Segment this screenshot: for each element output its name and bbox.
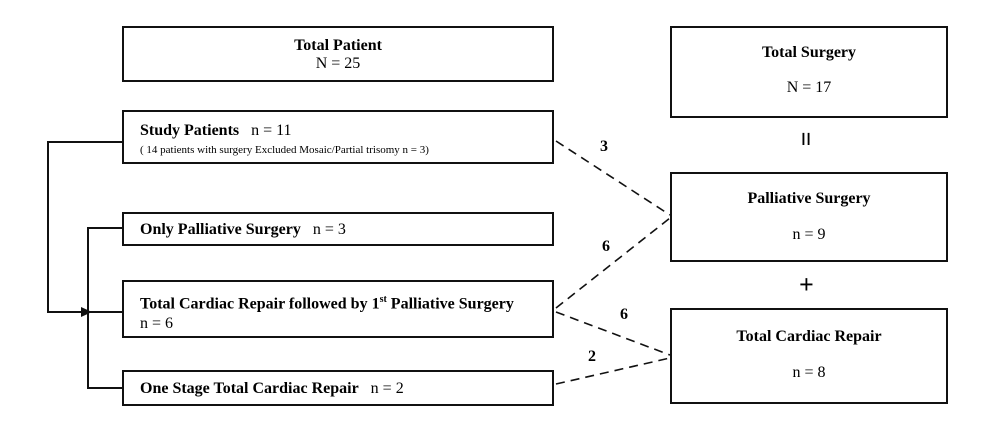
total-patient-box: Total Patient N = 25 (122, 26, 554, 82)
total-patient-count: N = 25 (315, 55, 361, 72)
palliative-surgery-box: Palliative Surgery n = 9 (670, 172, 948, 262)
study-patients-title: Study Patients (140, 122, 240, 139)
total-surgery-count: N = 17 (786, 79, 832, 96)
total-cardiac-followed-box: Total Cardiac Repair followed by 1st Pal… (122, 280, 554, 338)
inner-bracket-line (87, 227, 122, 389)
only-palliative-box: Only Palliative Surgery n = 3 (122, 212, 554, 246)
total-cardiac-repair-title: Total Cardiac Repair (736, 328, 882, 345)
study-patients-line: Study Patients n = 11 (140, 122, 292, 140)
total-surgery-box: Total Surgery N = 17 (670, 26, 948, 118)
count-onestage-to-repair: 2 (588, 348, 596, 365)
dash-onestage-to-repair (555, 357, 671, 385)
total-cardiac-repair-box: Total Cardiac Repair n = 8 (670, 308, 948, 404)
count-followed-to-palliative: 6 (602, 238, 610, 255)
plus-symbol: + (799, 270, 814, 299)
total-cardiac-followed-title-line: Total Cardiac Repair followed by 1st Pal… (140, 294, 514, 313)
dash-followed-to-repair (555, 311, 671, 356)
left-bracket-arrowhead (81, 307, 92, 317)
total-cardiac-followed-sup: st (379, 294, 387, 305)
palliative-surgery-count: n = 9 (792, 226, 826, 243)
one-stage-box: One Stage Total Cardiac Repair n = 2 (122, 370, 554, 406)
palliative-surgery-title: Palliative Surgery (747, 190, 871, 207)
total-cardiac-followed-count: n = 6 (140, 315, 174, 332)
dash-followed-to-palliative (555, 217, 671, 309)
one-stage-count: n = 2 (370, 380, 404, 397)
study-patients-box: Study Patients n = 11 ( 14 patients with… (122, 110, 554, 164)
total-cardiac-followed-title: Total Cardiac Repair followed by 1 (140, 295, 380, 313)
total-surgery-title: Total Surgery (761, 44, 857, 61)
one-stage-title: One Stage Total Cardiac Repair (140, 380, 359, 397)
only-palliative-count: n = 3 (312, 221, 346, 238)
dash-study-to-palliative (555, 140, 671, 216)
total-cardiac-repair-count: n = 8 (792, 364, 826, 381)
study-patients-note: ( 14 patients with surgery Excluded Mosa… (140, 144, 429, 156)
only-palliative-line: Only Palliative Surgery n = 3 (140, 221, 346, 239)
equals-symbol: = (791, 131, 821, 147)
one-stage-line: One Stage Total Cardiac Repair n = 2 (140, 380, 404, 398)
count-study-to-palliative: 3 (600, 138, 608, 155)
left-bracket-line (47, 141, 122, 313)
count-followed-to-repair: 6 (620, 306, 628, 323)
total-cardiac-followed-title-end: Palliative Surgery (386, 295, 514, 313)
total-patient-title: Total Patient (294, 37, 382, 54)
only-palliative-title: Only Palliative Surgery (140, 221, 301, 238)
study-patients-count: n = 11 (251, 122, 292, 139)
